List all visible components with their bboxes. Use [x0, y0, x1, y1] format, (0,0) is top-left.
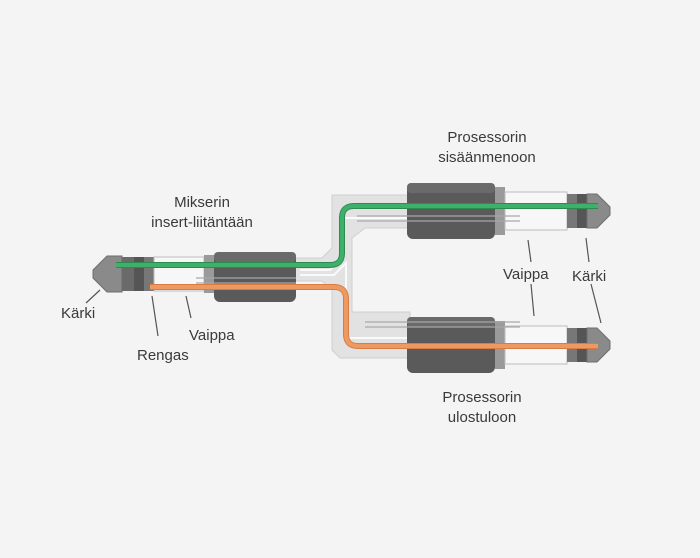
- y-cable-inner-line-2: [300, 260, 410, 339]
- leader-lines: [85, 237, 602, 337]
- mixer-plug-collar: [204, 255, 214, 293]
- label-processor-output-line1: Prosessorin: [442, 389, 522, 406]
- leader-tip-right-down: [590, 283, 602, 324]
- mixer-plug-tip: [92, 255, 123, 293]
- label-tip-left: Kärki: [61, 305, 96, 322]
- input-plug-tip: [586, 193, 611, 229]
- label-processor-input-line2: sisäänmenoon: [438, 149, 536, 166]
- leader-tip-left: [85, 289, 101, 304]
- label-sleeve-left: Vaippa: [189, 327, 235, 344]
- mixer-plug-barrel-shade: [214, 252, 296, 262]
- input-plug-barrel-shade: [407, 183, 495, 193]
- label-mixer-insert: Mikserin insert-liitäntään: [151, 193, 253, 233]
- label-tip-right: Kärki: [572, 268, 607, 285]
- mixer-plug-ring: [134, 257, 144, 291]
- mixer-plug-ring-insulator: [144, 257, 154, 291]
- leader-sleeve-right-down: [530, 283, 535, 317]
- leader-sleeve-right: [527, 239, 532, 263]
- ring-wire-highlight: [150, 285, 598, 348]
- input-plug-collar: [495, 187, 505, 235]
- label-mixer-insert-line1: Mikserin: [174, 194, 230, 211]
- processor-input-plug: [407, 183, 611, 239]
- mixer-plug: [92, 252, 296, 302]
- input-plug-ring: [577, 194, 587, 228]
- tip-wire-highlight: [116, 204, 598, 267]
- output-plug-tip: [586, 327, 611, 363]
- input-plug-ring-insulator: [567, 194, 577, 228]
- label-ring-left: Rengas: [137, 347, 189, 364]
- label-processor-output-line2: ulostuloon: [447, 409, 517, 426]
- input-plug-barrel: [407, 183, 495, 239]
- sleeve-conductor-lines: [196, 215, 520, 328]
- label-mixer-insert-line2: insert-liitäntään: [151, 214, 253, 231]
- label-processor-output: Prosessorin ulostuloon: [442, 388, 521, 428]
- label-sleeve-right: Vaippa: [503, 266, 549, 283]
- y-cable-sheath: [289, 194, 411, 359]
- label-processor-input-line1: Prosessorin: [447, 129, 527, 146]
- leader-ring-left: [151, 295, 159, 337]
- leader-tip-right: [585, 237, 590, 263]
- label-processor-input: Prosessorin sisäänmenoon: [438, 128, 536, 168]
- leader-sleeve-left: [185, 295, 192, 319]
- input-plug-sleeve: [504, 191, 568, 231]
